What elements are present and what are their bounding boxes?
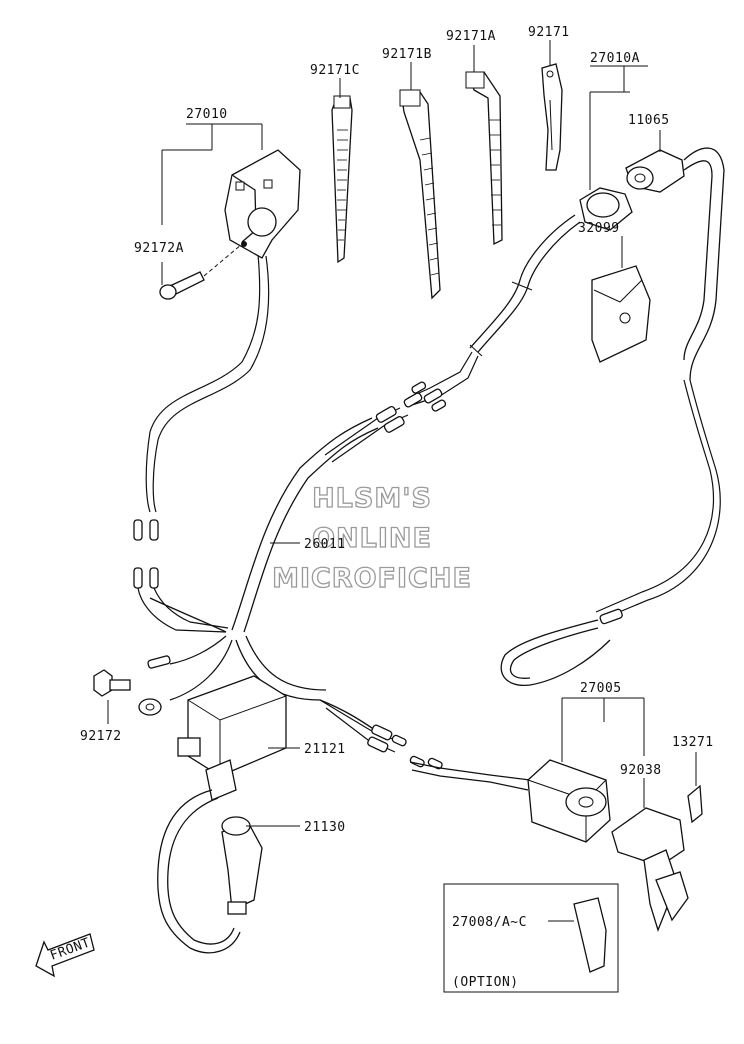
keys-92038 xyxy=(611,807,689,932)
switch-27005 xyxy=(527,759,611,843)
label-27008: 27008/A~C xyxy=(452,915,527,930)
part-labels: 27010 92172A 92171C 92171B 92171A 92171 … xyxy=(80,25,714,990)
label-92038: 92038 xyxy=(620,763,662,778)
bag-32099 xyxy=(591,265,651,363)
switch-27010 xyxy=(159,149,301,300)
watermark-line-2: ONLINE xyxy=(312,523,432,554)
watermark-line-3: MICROFICHE xyxy=(272,563,472,594)
connector-wires xyxy=(133,253,531,791)
label-21130: 21130 xyxy=(304,820,346,835)
coil-21121 xyxy=(157,675,287,954)
label-13271: 13271 xyxy=(672,735,714,750)
watermark: HLSM'S ONLINE MICROFICHE xyxy=(271,482,472,594)
label-92171a: 92171A xyxy=(446,29,496,44)
key-27008 xyxy=(573,897,607,973)
pad-13271 xyxy=(687,784,703,824)
option-box xyxy=(443,883,619,993)
watermark-line-1: HLSM'S xyxy=(312,483,432,514)
label-92171b: 92171B xyxy=(382,47,432,62)
label-27010a: 27010A xyxy=(590,51,640,66)
cable-ties xyxy=(331,63,563,300)
label-option: (OPTION) xyxy=(452,975,519,990)
label-32099: 32099 xyxy=(578,221,620,236)
bolt-92172 xyxy=(93,669,131,697)
leader-lines xyxy=(107,40,697,922)
switch-27010a xyxy=(500,147,725,686)
label-92171c: 92171C xyxy=(310,63,360,78)
label-26011: 26011 xyxy=(304,537,346,552)
label-92171: 92171 xyxy=(528,25,570,40)
label-27005: 27005 xyxy=(580,681,622,696)
label-92172a: 92172A xyxy=(134,241,184,256)
label-21121: 21121 xyxy=(304,742,346,757)
label-92172: 92172 xyxy=(80,729,122,744)
label-11065: 11065 xyxy=(628,113,670,128)
front-arrow: FRONT xyxy=(35,933,95,978)
plug-cap-21130 xyxy=(221,816,263,915)
main-harness xyxy=(149,214,581,731)
label-27010: 27010 xyxy=(186,107,228,122)
